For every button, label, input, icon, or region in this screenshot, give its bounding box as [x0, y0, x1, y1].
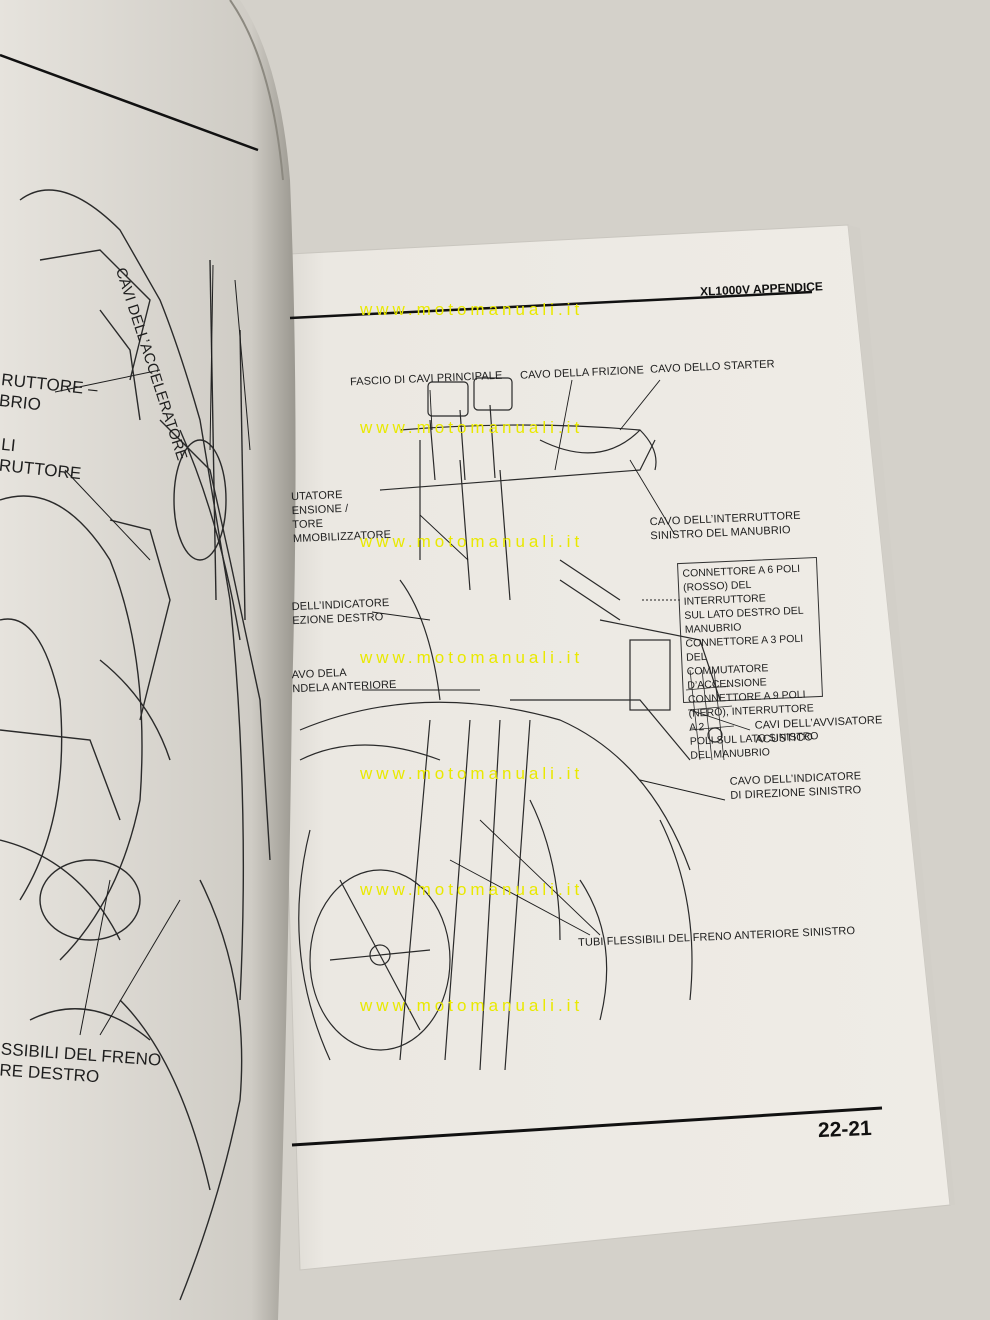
- label-indicatore-sinistro: CAVO DELL’INDICATORE DI DIREZIONE SINIST…: [729, 769, 862, 803]
- watermark-text: www.motomanuali.it: [360, 648, 584, 667]
- label-cavi-interruttore: LI RUTTORE: [0, 434, 85, 484]
- watermark-text: www.motomanuali.it: [360, 880, 584, 899]
- connector-callout-box: CONNETTORE A 6 POLI (ROSSO) DEL INTERRUT…: [677, 557, 823, 762]
- watermark-text: www.motomanuali.it: [360, 300, 584, 319]
- watermark-text: www.motomanuali.it: [360, 532, 584, 551]
- label-indicatore-destro: DELL’INDICATORE EZIONE DESTRO: [291, 596, 390, 628]
- page-number: 22-21: [817, 1116, 873, 1143]
- watermark-text: www.motomanuali.it: [360, 764, 584, 783]
- watermark-text: www.motomanuali.it: [360, 418, 584, 437]
- watermark-text: www.motomanuali.it: [360, 996, 584, 1015]
- label-candela: AVO DELA NDELA ANTERIORE: [291, 664, 396, 697]
